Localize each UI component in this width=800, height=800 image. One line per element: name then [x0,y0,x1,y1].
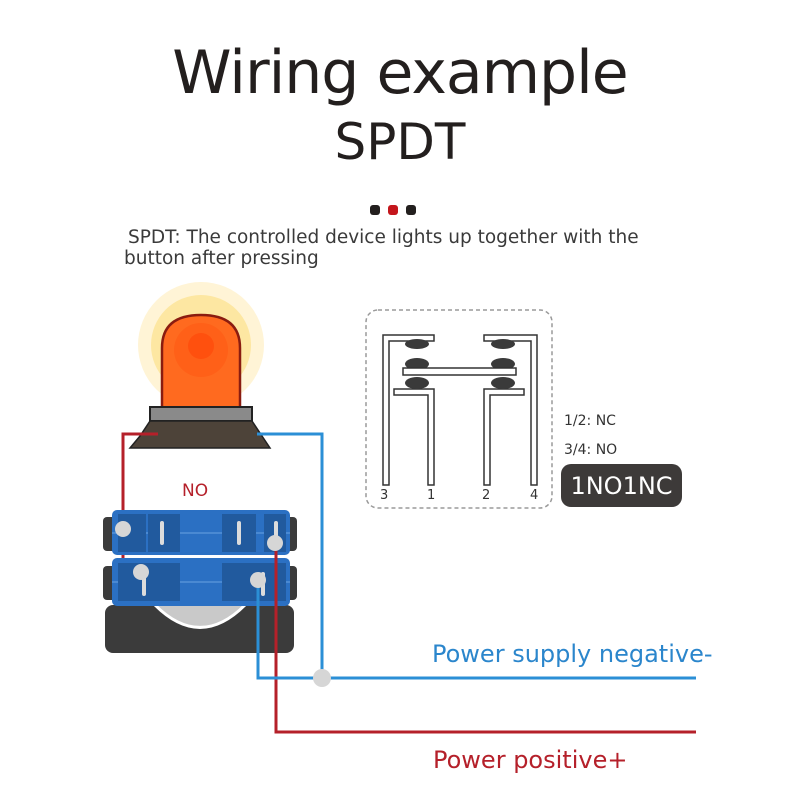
switch-contact-label: NO [182,481,209,501]
push-button-switch-icon [103,510,297,653]
wire-node [133,564,149,580]
wire-negative-rail [256,580,696,680]
legend-no: 3/4: NO [564,442,617,458]
negative-wire-label: Power supply negative- [432,640,713,668]
pager-dot[interactable] [406,205,416,215]
terminal-label-2: 2 [482,488,490,503]
pager-dot[interactable] [370,205,380,215]
description-line-2: button after pressing [124,248,319,269]
description: SPDT: The controlled device lights up to… [124,227,684,269]
wire-node [250,572,266,588]
pager-dot-active[interactable] [388,205,398,215]
legend-pins: 3/4: [564,442,592,458]
description-line-1: SPDT: The controlled device lights up to… [128,227,639,248]
page-subtitle: SPDT [334,113,466,171]
terminal-label-4: 4 [530,488,538,503]
warning-lamp-icon [128,313,272,449]
wire-positive-rail [274,543,696,734]
page-title: Wiring example [172,38,628,108]
terminal-label-1: 1 [427,488,435,503]
legend-type: NC [595,413,616,429]
pager-dots [370,205,416,215]
wire-node [267,535,283,551]
terminal-label-3: 3 [380,488,388,503]
wire-negative-lamp [257,432,324,678]
legend-nc: 1/2: NC [564,413,616,429]
legend-pins: 1/2: [564,413,592,429]
wire-node [115,521,131,537]
contact-schematic [365,309,553,509]
wire-node [313,669,331,687]
legend-type: NO [595,442,618,458]
positive-wire-label: Power positive+ [433,746,628,774]
contact-type-badge: 1NO1NC [561,464,682,507]
